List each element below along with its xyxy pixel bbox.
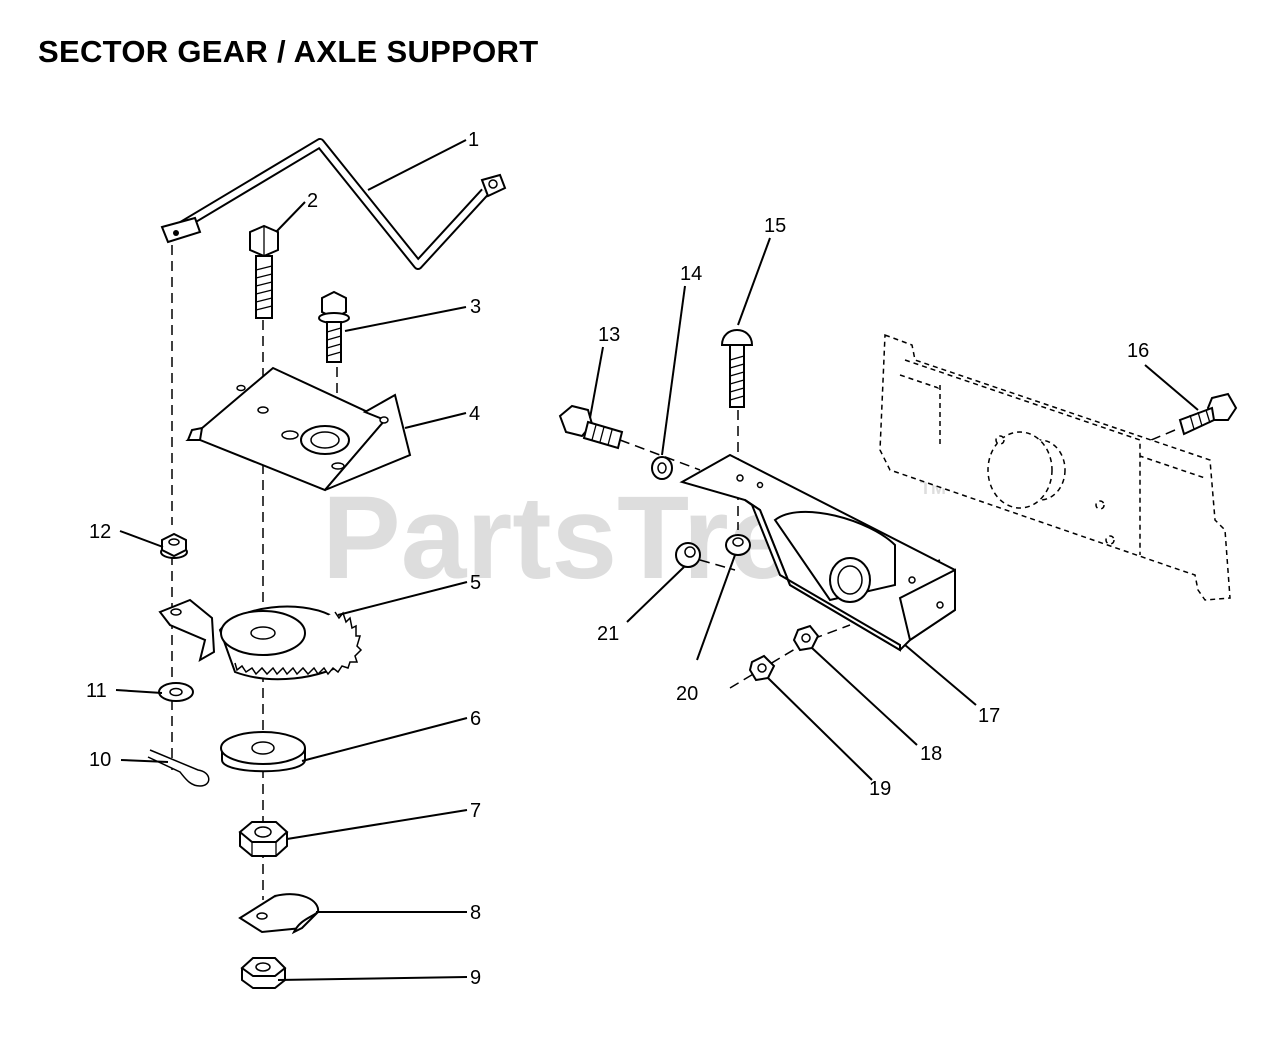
part-8-clip[interactable] (238, 893, 320, 935)
callout-17: 17 (978, 705, 1000, 727)
callout-14: 14 (680, 263, 702, 285)
leader-lines (115, 139, 1199, 981)
part-2-hex-bolt[interactable] (249, 224, 279, 319)
callout-15: 15 (764, 215, 786, 237)
callout-16: 16 (1127, 340, 1149, 362)
part-10-cotter-pin[interactable] (147, 749, 210, 787)
page-title: SECTOR GEAR / AXLE SUPPORT (38, 34, 539, 69)
callout-1: 1 (468, 129, 479, 151)
part-13-hex-bolt[interactable] (558, 404, 624, 450)
part-4-bracket[interactable] (185, 366, 412, 492)
callout-9: 9 (470, 967, 481, 989)
part-18-nut[interactable] (792, 624, 820, 652)
part-6-thick-washer[interactable] (220, 731, 306, 773)
callout-4: 4 (469, 403, 480, 425)
callout-2: 2 (307, 190, 318, 212)
part-16-bolt[interactable] (1178, 392, 1238, 436)
callout-5: 5 (470, 572, 481, 594)
part-9-hex-nut[interactable] (240, 957, 287, 989)
callout-19: 19 (869, 778, 891, 800)
callout-11: 11 (86, 680, 107, 702)
callout-12: 12 (89, 521, 111, 543)
part-19-nut[interactable] (748, 654, 776, 682)
centerline-bolt-13 (619, 439, 701, 471)
part-20-nut[interactable] (725, 534, 751, 556)
part-1-drag-link[interactable] (160, 138, 507, 270)
callout-21: 21 (597, 623, 619, 645)
centerline-nuts-18-19 (729, 624, 851, 689)
callout-18: 18 (920, 743, 942, 765)
callout-3: 3 (470, 296, 481, 318)
axle-outline (879, 333, 1231, 601)
centerline-nut-21 (699, 559, 736, 571)
callout-20: 20 (676, 683, 698, 705)
callout-7: 7 (470, 800, 481, 822)
part-5-sector-gear[interactable] (158, 598, 363, 681)
part-14-washer[interactable] (651, 456, 673, 480)
part-15-carriage-bolt[interactable] (720, 329, 754, 408)
part-21-nut[interactable] (675, 542, 701, 568)
callout-8: 8 (470, 902, 481, 924)
part-3-flange-bolt[interactable] (318, 290, 350, 363)
part-17-axle-support[interactable] (679, 453, 956, 652)
part-7-hex-nut[interactable] (238, 821, 289, 857)
callout-10: 10 (89, 749, 111, 771)
part-11-washer[interactable] (158, 682, 194, 702)
part-12-flange-nut[interactable] (160, 532, 188, 559)
callout-13: 13 (598, 324, 620, 346)
callout-6: 6 (470, 708, 481, 730)
